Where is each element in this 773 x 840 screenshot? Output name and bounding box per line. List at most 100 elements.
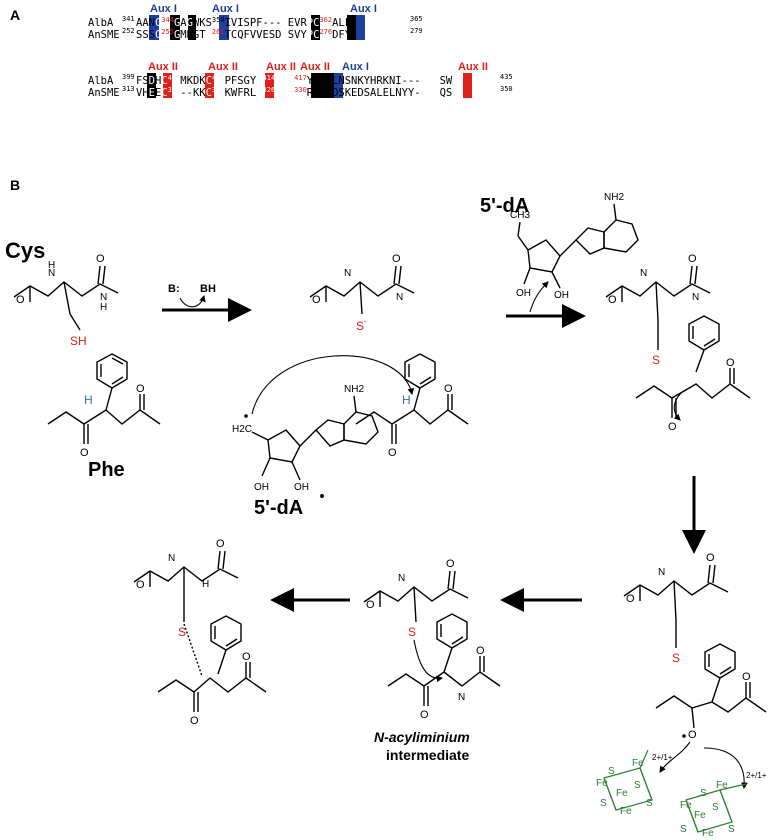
phe4-o-radical: O: [688, 729, 697, 741]
cys3-o: O: [608, 294, 617, 306]
cys5-o: O: [366, 599, 375, 611]
fes1-s-a: S: [608, 766, 615, 777]
block2-row1-name: AlbA: [88, 75, 114, 87]
block2-row1-end: 435: [500, 73, 513, 81]
cys3-s: S: [652, 353, 660, 367]
dA-oh-1: OH: [254, 482, 269, 493]
block1-row2-start: 252: [122, 27, 135, 35]
phe-ring-6: [210, 615, 242, 651]
cys1-nh-h: H: [48, 260, 55, 271]
fes1-s-c: S: [600, 798, 607, 809]
cys3-n2: N: [692, 292, 699, 303]
cys6-s: S: [178, 625, 186, 639]
phe-backbone-2: [355, 387, 469, 444]
phe-backbone-4: [655, 677, 767, 729]
cys2-n: N: [344, 268, 351, 279]
aux-label-8: Aux I: [342, 61, 369, 73]
fes1-charge: 2+/1+: [652, 753, 673, 762]
aux-label-5: Aux II: [208, 61, 238, 73]
cys-label: Cys: [5, 238, 45, 263]
phe-ring-5: [436, 613, 468, 649]
block1-row2-end: 279: [410, 27, 423, 35]
fes2-fe-b: Fe: [680, 800, 692, 811]
fes2-fe-a: Fe: [716, 780, 728, 791]
aux-label-2: Aux I: [212, 3, 239, 15]
aux-label-9: Aux II: [458, 61, 488, 73]
cys6-o: O: [136, 579, 145, 591]
panel-b-label: B: [10, 177, 20, 193]
cys6-h: H: [202, 579, 209, 590]
cys1-nh: N: [48, 268, 55, 279]
cys2-o: O: [312, 294, 321, 306]
fes2-s-a: S: [700, 788, 707, 799]
block1-row2-seq: SSSC255GMNGTC261TCQFVVESDGSVYPC276DFY: [136, 28, 352, 41]
phe-ring-4: [704, 643, 736, 679]
phe1-h: H: [84, 393, 93, 407]
fes2-s-d: S: [728, 824, 735, 835]
phe-backbone-6: [157, 649, 267, 712]
block2-row2-seq: VHEEC317--KKC320KWFRLC326KGC330RRCRDSKED…: [136, 86, 452, 99]
fes1-s-b: S: [634, 780, 641, 791]
dA-oh-3: OH: [516, 288, 531, 299]
block2-highlights: [147, 73, 472, 98]
cys-backbone-2: [309, 265, 415, 315]
block2-row2-start: 313: [122, 85, 135, 93]
cys-backbone-3: [605, 265, 711, 350]
phe3-o: O: [726, 357, 735, 369]
five-da-radical-label: 5'-dA: [254, 497, 303, 519]
dA-radical-ribose: [251, 429, 317, 481]
fes1-fe-c: Fe: [616, 788, 628, 799]
cys3-o2: O: [688, 253, 697, 265]
phe3-o2: O: [668, 421, 677, 433]
cys4-n: N: [658, 567, 665, 578]
cys4-o: O: [626, 593, 635, 605]
cys2-n2: N: [396, 292, 403, 303]
cys-backbone-6: [133, 550, 239, 677]
fes2-fe-c: Fe: [694, 810, 706, 821]
dA-h2c: H2C: [232, 424, 252, 435]
fes2-s-c: S: [680, 824, 687, 835]
dA-ch3: CH3: [510, 210, 530, 221]
five-da-label: 5'-dA: [480, 195, 529, 217]
base-label: B:: [168, 283, 180, 295]
phe3-electron-arrow: [673, 391, 683, 421]
cys3-n: N: [640, 268, 647, 279]
cys4-s: S: [672, 651, 680, 665]
fes2-s-b: S: [712, 802, 719, 813]
fes2-charge: 2+/1+: [746, 771, 767, 780]
dA-oh-4: OH: [554, 290, 569, 301]
phe4-radical-dot: [682, 734, 686, 738]
block2-row1-start: 399: [122, 73, 135, 81]
phe-ring-2: [404, 353, 436, 389]
block2-row1-seq: FSDHC403MKDKC408PFSGYC414GGC417YLKGLNSNK…: [136, 74, 453, 87]
cys-backbone-1: [13, 265, 119, 331]
cys1-o: O: [16, 294, 25, 306]
dA-nh2-1: NH2: [344, 384, 364, 395]
block1-row2-name: AnSME: [88, 29, 120, 41]
phe-label: Phe: [88, 459, 125, 481]
cys4-o2: O: [706, 552, 715, 564]
intermediate-line1: N-acyliminium: [374, 729, 470, 745]
cys2-s-charge: -: [364, 317, 367, 326]
cys2-s: S: [356, 319, 364, 333]
dA-release-arrow: [529, 281, 549, 313]
phe1-o: O: [136, 383, 145, 395]
fes-cluster-2: [685, 783, 747, 833]
block2-row2-end: 350: [500, 85, 513, 93]
cys5-o2: O: [446, 558, 455, 570]
h-abstraction-arrow: [251, 355, 415, 415]
cys2-o2: O: [392, 253, 401, 265]
cys6-o2: O: [216, 538, 225, 550]
block2-row2-name: AnSME: [88, 87, 120, 99]
aux-label-4: Aux II: [148, 61, 178, 73]
cys-backbone-5: [363, 570, 469, 623]
panel-a-label: A: [10, 7, 20, 23]
s-attack-arrow: [413, 639, 444, 683]
phe-backbone-1: [47, 387, 161, 444]
phe6-o2: O: [190, 715, 199, 727]
base-h-label: BH: [200, 283, 216, 295]
cys1-n2: N: [100, 292, 107, 303]
dA-oh-2: OH: [294, 482, 309, 493]
phe6-o: O: [242, 651, 251, 663]
